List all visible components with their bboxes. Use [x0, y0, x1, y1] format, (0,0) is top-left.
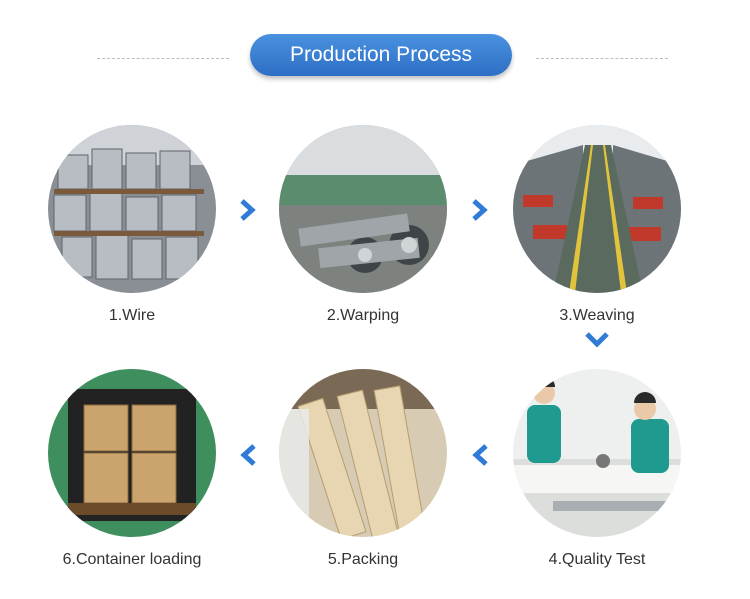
weaving-photo	[513, 125, 681, 293]
quality-test-photo	[513, 369, 681, 537]
packing-photo	[279, 369, 447, 537]
step-label: 5.Packing	[327, 551, 399, 568]
chevron-left-icon	[238, 444, 258, 466]
step-container-loading: 6.Container loading	[47, 369, 217, 569]
warping-photo	[279, 125, 447, 293]
step-label: 3.Weaving	[559, 307, 635, 324]
step-wire: 1.Wire	[47, 125, 217, 325]
step-label: 4.Quality Test	[548, 551, 646, 568]
step-packing: 5.Packing	[278, 369, 448, 569]
step-label: 1.Wire	[108, 307, 156, 324]
header-divider-left	[97, 58, 229, 59]
chevron-right-icon	[470, 199, 490, 221]
chevron-right-icon	[238, 199, 258, 221]
chevron-left-icon	[470, 444, 490, 466]
container-loading-photo	[48, 369, 216, 537]
wire-photo	[48, 125, 216, 293]
page-title: Production Process	[250, 34, 512, 76]
step-label: 6.Container loading	[62, 551, 202, 568]
header-divider-right	[536, 58, 668, 59]
step-label: 2.Warping	[326, 307, 400, 324]
step-weaving: 3.Weaving	[512, 125, 682, 325]
step-quality-test: 4.Quality Test	[512, 369, 682, 569]
chevron-down-icon	[585, 330, 609, 350]
step-warping: 2.Warping	[278, 125, 448, 325]
